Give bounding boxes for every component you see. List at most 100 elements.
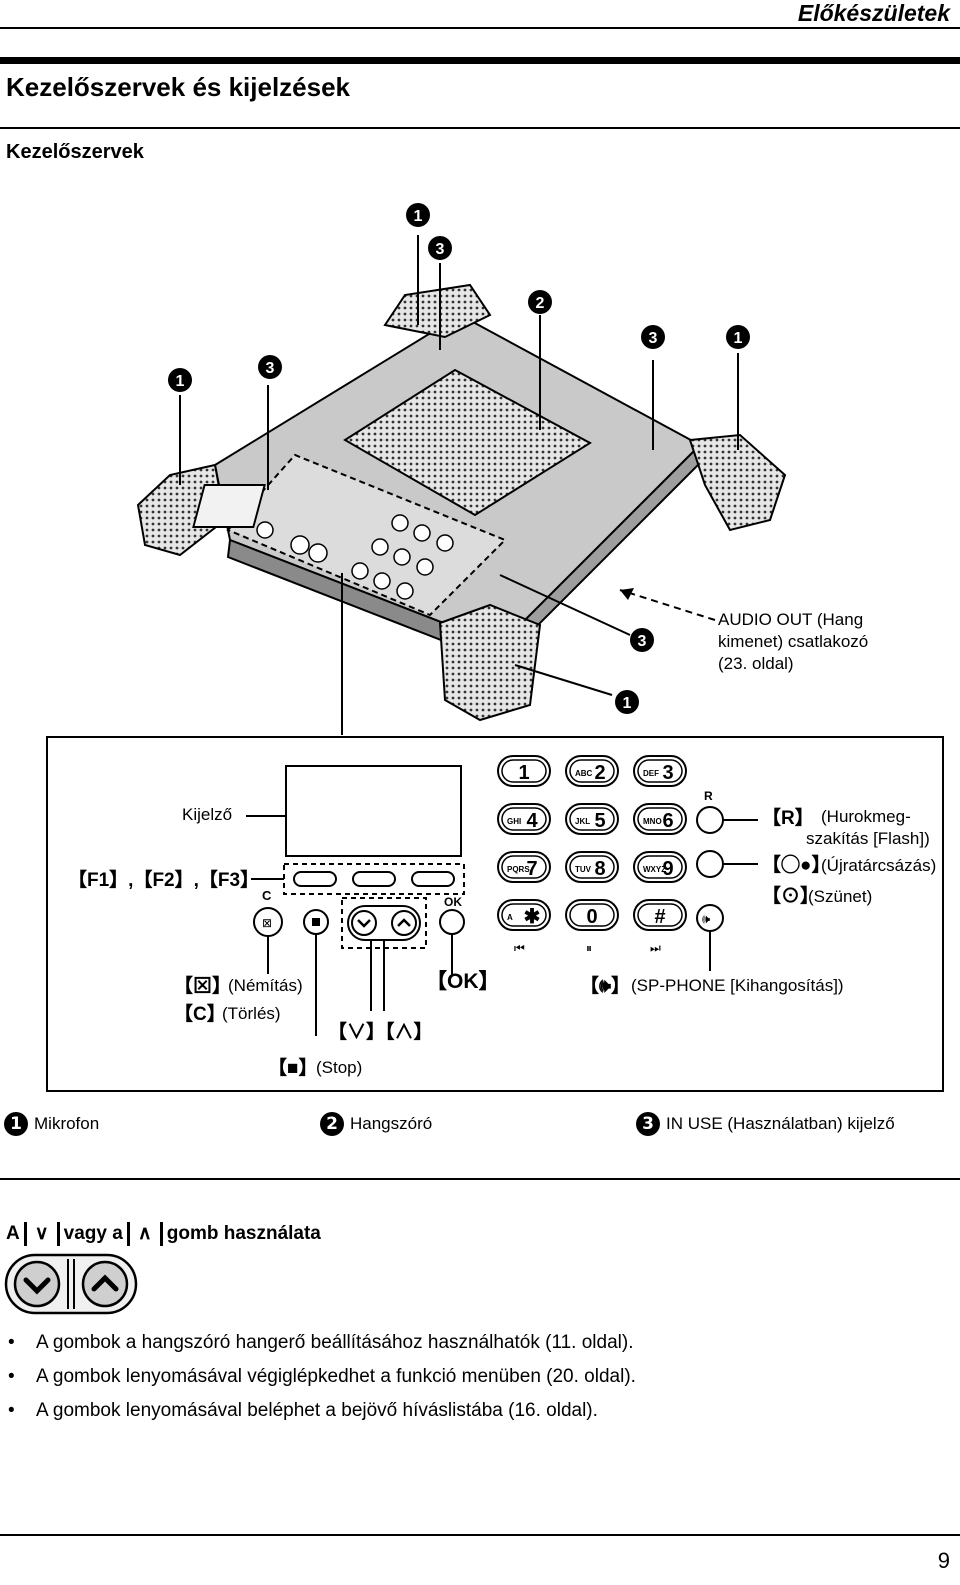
display-label: Kijelző [182, 805, 232, 824]
f2-button[interactable] [352, 871, 396, 887]
keypad-digit: 2 [594, 762, 605, 784]
page-title: Kezelőszervek és kijelzések [6, 72, 351, 102]
keypad-key-3[interactable]: GHI 4 [497, 803, 551, 835]
mic-bottom [438, 603, 542, 722]
stop-icon [312, 918, 320, 926]
speaker-icon: 🕪 [702, 911, 710, 926]
legend-rule [0, 1178, 960, 1180]
device-illustration: 1 3 2 3 1 1 3 3 1 AUDIO OUT (Hang kimene… [136, 203, 868, 735]
list-item: A gombok lenyomásával beléphet a bejövő … [8, 1394, 636, 1428]
f-keys-label: 【F1】,【F2】,【F3】 [68, 868, 259, 891]
arrow-keys: 【∨】【∧】 [328, 1020, 433, 1043]
up-button[interactable] [391, 910, 417, 936]
mute-icon: ⊠ [262, 916, 272, 930]
page-number: 9 [937, 1548, 950, 1573]
keypad-letters: GHI [507, 817, 521, 826]
f3-button[interactable] [411, 871, 455, 887]
subheading: A ∨ vagy a ∧ gomb használata [6, 1222, 321, 1246]
keypad-digit: 8 [594, 858, 605, 880]
subheading-suffix: gomb használata [166, 1223, 321, 1244]
legend-item-in-use: 3 IN USE (Használatban) kijelző [636, 1112, 895, 1136]
stop-key-bracket: 【■】 [268, 1056, 317, 1079]
marker-3a: 3 [436, 241, 445, 258]
legend-text: Hangszóró [350, 1114, 433, 1133]
clear-label: (Törlés) [222, 1004, 281, 1023]
subheading-middle: vagy a [63, 1223, 123, 1244]
chevron-down-icon [357, 919, 371, 928]
r-button[interactable] [696, 806, 724, 834]
chevron-down-icon [23, 1277, 51, 1295]
redial-pause-button[interactable] [696, 850, 724, 878]
f1-button[interactable] [293, 871, 337, 887]
ok-key: 【OK】 [426, 970, 500, 993]
keypad-letters: JKL [575, 817, 590, 826]
flash-line-2: szakítás [Flash]) [806, 829, 930, 848]
keypad-key-9[interactable]: A✱ [497, 899, 551, 931]
keypad-letters: TUV [575, 865, 592, 874]
ok-button[interactable] [439, 909, 465, 935]
legend-text: IN USE (Használatban) kijelző [666, 1114, 895, 1133]
keypad-letters: ABC [575, 769, 593, 778]
pause-key-bracket: 【⊙】 [762, 884, 819, 907]
chevron-up-icon [91, 1274, 119, 1292]
sp-key-bracket: 【🕪】 [580, 974, 630, 997]
usage-bullets: A gombok a hangszóró hangerő beállításáh… [8, 1326, 636, 1428]
keypad-letters: WXYZ [643, 865, 666, 874]
chapter-title: Előkészületek [797, 0, 950, 26]
keypad-digit: 4 [526, 810, 538, 832]
section-title: Kezelőszervek [6, 141, 144, 163]
r-letter: R [704, 789, 713, 803]
legend-text: Mikrofon [34, 1114, 100, 1133]
subheading-key-down: ∨ [23, 1222, 60, 1246]
subheading-prefix: A [6, 1223, 20, 1244]
clear-key: 【C】 [174, 1002, 226, 1025]
audio-out-line-3: (23. oldal) [718, 654, 794, 673]
marker-3c: 3 [266, 360, 275, 377]
marker-1d: 1 [623, 695, 632, 712]
mute-key-bracket: 【⊠】 [174, 974, 231, 997]
list-item: A gombok a hangszóró hangerő beállításáh… [8, 1326, 636, 1360]
keypad-digit: 9 [662, 858, 673, 880]
ok-letter: OK [444, 895, 462, 909]
legend-badge: 1 [4, 1112, 28, 1136]
keypad-digit: ✱ [524, 906, 541, 928]
pause-label: (Szünet) [808, 887, 872, 906]
marker-3d: 3 [638, 633, 647, 650]
stop-label: (Stop) [316, 1058, 362, 1077]
keypad-letters: DEF [643, 769, 659, 778]
pause-icon: ⏸ [586, 941, 592, 955]
marker-1c: 1 [176, 373, 185, 390]
keypad-key-0[interactable]: 1 [497, 755, 551, 787]
marker-1a: 1 [414, 208, 423, 225]
redial-key-bracket: 【◯●】 [762, 853, 830, 876]
header-rule [0, 27, 960, 29]
keypad-digit: 6 [662, 810, 673, 832]
flash-line-1: (Hurokmeg- [821, 807, 911, 826]
legend-item-speaker: 2 Hangszóró [320, 1112, 432, 1136]
marker-1b: 1 [734, 330, 743, 347]
subheading-key-up: ∧ [126, 1222, 163, 1246]
footer-rule [0, 1534, 960, 1536]
marker-2: 2 [536, 295, 545, 312]
keypad-digit: 3 [662, 762, 673, 784]
forward-icon: ⏭ [650, 941, 661, 955]
display-screen [285, 765, 462, 857]
legend-badge: 3 [636, 1112, 660, 1136]
keypad-key-10[interactable]: 0 [565, 899, 619, 931]
sp-label: (SP-PHONE [Kihangosítás]) [631, 976, 844, 995]
arrow-buttons-illustration [4, 1253, 138, 1315]
section-rule [0, 127, 960, 129]
list-item: A gombok lenyomásával végiglépkedhet a f… [8, 1360, 636, 1394]
keypad-key-11[interactable]: # [633, 899, 687, 931]
keypad-digit: 1 [518, 762, 529, 784]
down-button[interactable] [351, 910, 377, 936]
